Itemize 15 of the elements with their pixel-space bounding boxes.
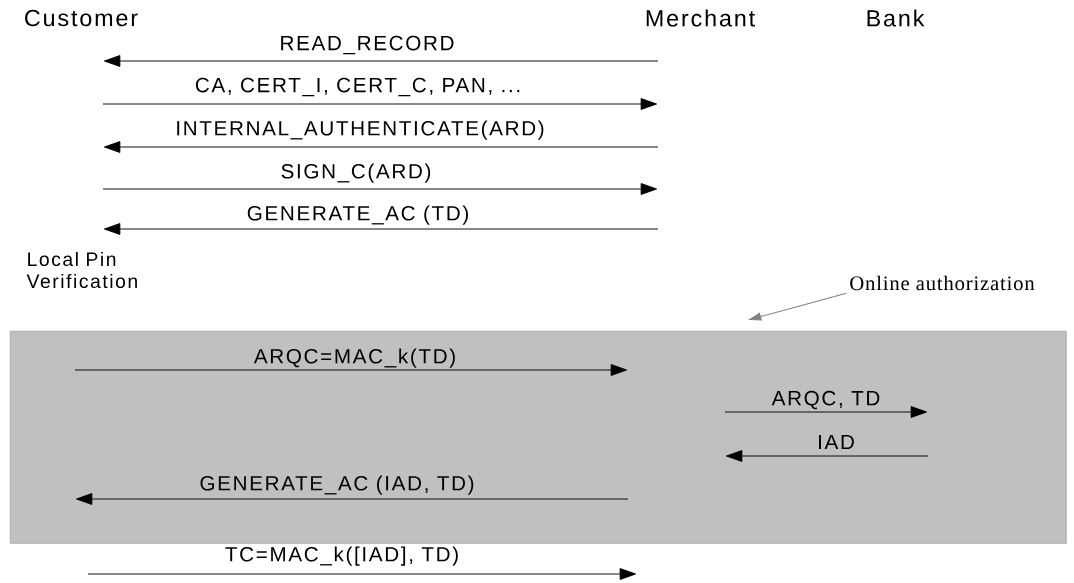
message-label: CA, CERT_I, CERT_C, PAN, ... [195,77,520,97]
participant-label: Customer [25,9,138,27]
message-label: IAD [819,434,854,450]
message-label: SIGN_C(ARD) [281,163,431,183]
participant-label: Merchant [646,9,755,27]
message-label: ARQC=MAC_k(TD) [253,348,455,368]
message-label: INTERNAL_AUTHENTICATE(ARD) [177,120,544,140]
message-label: ARQC, TD [771,390,880,410]
message-label: GENERATE_AC (IAD, TD) [200,475,474,495]
message-label: GENERATE_AC (TD) [247,205,468,225]
shaded-box [10,331,1067,544]
message-label: READ_RECORD [281,35,454,55]
participant-label: Bank [867,9,925,27]
annotation-text: Online authorization [850,275,1035,291]
note-text: Local Pin Verification [26,251,137,289]
